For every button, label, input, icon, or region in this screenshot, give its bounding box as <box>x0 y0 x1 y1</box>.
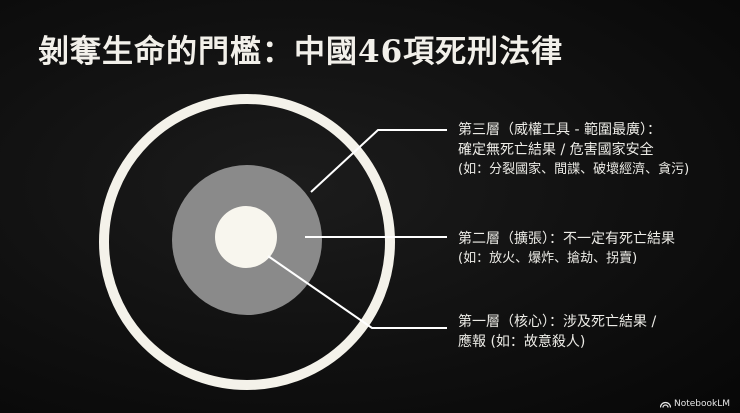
layer-2-label: 第二層（擴張）：不一定有死亡結果 (如：放火、爆炸、搶劫、拐賣) <box>458 229 675 269</box>
layer-3-heading: 第三層（威權工具 - 範圍最廣）： <box>458 122 661 138</box>
layer-2-examples: (如：放火、爆炸、搶劫、拐賣) <box>458 251 638 266</box>
notebooklm-watermark: NotebookLM <box>659 399 730 409</box>
layer-3-examples: (如：分裂國家、間諜、破壞經濟、貪污) <box>458 162 690 177</box>
leader-line-layer-1 <box>267 255 447 329</box>
inner-disc-layer-1 <box>215 206 277 268</box>
notebooklm-logo-icon <box>659 401 671 408</box>
leader-line-layer-3 <box>310 129 447 193</box>
layer-1-examples: 應報 (如：故意殺人) <box>458 334 586 350</box>
brand-name: NotebookLM <box>673 399 730 409</box>
layer-3-label: 第三層（威權工具 - 範圍最廣）： 確定無死亡結果 / 危害國家安全 (如：分裂… <box>458 120 689 180</box>
layer-1-label: 第一層（核心）：涉及死亡結果 / 應報 (如：故意殺人) <box>458 312 656 352</box>
slide-title: 剝奪生命的門檻：中國46項死刑法律 <box>38 34 564 70</box>
layer-1-heading: 第一層（核心）：涉及死亡結果 / <box>458 314 657 330</box>
layer-2-heading: 第二層（擴張）：不一定有死亡結果 <box>458 231 675 247</box>
outer-ring-layer-3 <box>99 94 395 390</box>
layer-3-description: 確定無死亡結果 / 危害國家安全 <box>458 142 654 158</box>
